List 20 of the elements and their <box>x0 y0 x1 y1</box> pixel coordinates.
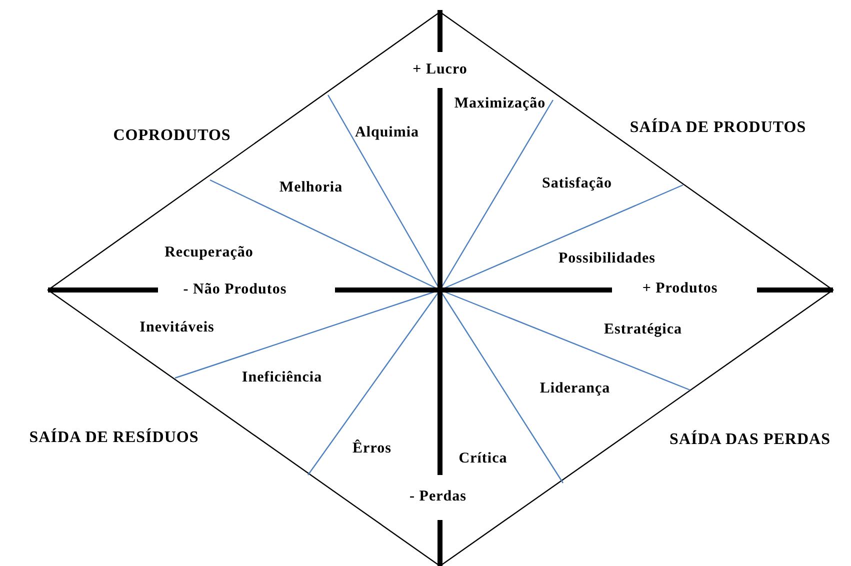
sector-label: Alquimia <box>355 124 419 142</box>
sector-label: Estratégica <box>604 322 682 338</box>
sector-label: Recuperação <box>164 244 254 262</box>
sector-label: Ineficiência <box>242 370 322 386</box>
axis-label: + Lucro <box>412 62 468 78</box>
sector-label: Melhoria <box>279 180 343 196</box>
sector-label: Liderança <box>540 380 610 398</box>
quadrant-label: COPRODUTOS <box>113 127 231 145</box>
axis-label: - Perdas <box>410 488 466 506</box>
sector-label: Possibilidades <box>558 250 656 268</box>
sector-label: Satisfação <box>542 176 612 192</box>
quadrant-label: SAÍDA DE PRODUTOS <box>630 119 806 137</box>
axis-label: - Não Produtos <box>183 282 287 298</box>
quadrant-label: SAÍDA DAS PERDAS <box>670 431 830 449</box>
sector-label: Êrros <box>352 440 392 458</box>
sector-label: Inevitáveis <box>140 320 214 336</box>
sector-label: Crítica <box>458 450 508 468</box>
quadrant-label: SAÍDA DE RESÍDUOS <box>29 429 199 447</box>
axis-label: + Produtos <box>642 280 718 298</box>
sector-label: Maximização <box>454 96 546 112</box>
